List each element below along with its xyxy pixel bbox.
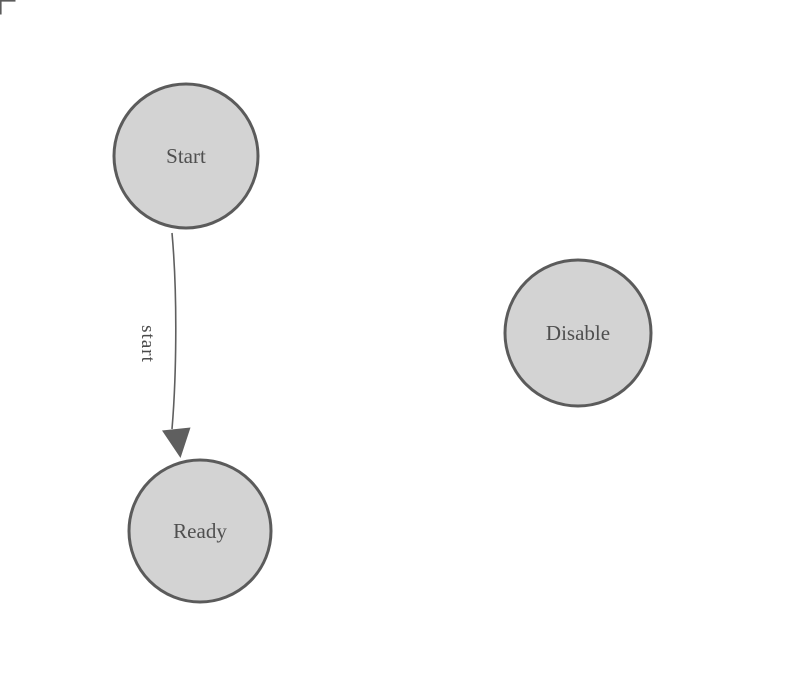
node-disable-circle <box>503 258 653 408</box>
node-ready[interactable]: Ready <box>127 458 273 604</box>
node-ready-label: Ready <box>173 519 227 543</box>
edge-start-to-ready[interactable]: start <box>137 232 191 458</box>
edge-label: start <box>137 325 158 363</box>
edge-line <box>171 232 177 430</box>
node-start-label: Start <box>166 144 206 168</box>
node-start-circle <box>112 82 260 230</box>
node-start[interactable]: Start <box>112 82 260 230</box>
arrowhead-icon <box>162 427 191 458</box>
node-disable-label: Disable <box>546 321 610 345</box>
canvas-corner-mark <box>0 0 16 15</box>
node-disable[interactable]: Disable <box>503 258 653 408</box>
node-ready-circle <box>127 458 273 604</box>
